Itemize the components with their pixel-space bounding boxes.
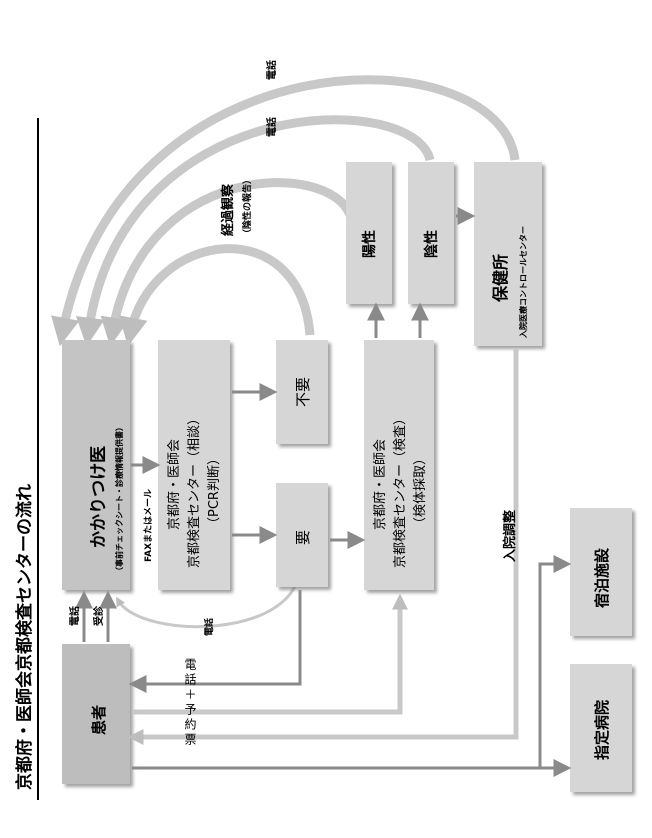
label-follow-up: 経過観察 [220, 183, 236, 236]
clinic-label: かかりつけ医 [89, 446, 109, 548]
needed-label: 要 [294, 530, 312, 545]
label-visit: 受診 [92, 605, 105, 626]
label-phone-left: 電話 [68, 606, 81, 626]
center-test-line2: 京都検査センター（検査） [393, 412, 408, 568]
not-needed-node: 不要 [276, 340, 328, 444]
positive-node: 陽性 [346, 162, 392, 304]
label-phone-top1: 電話 [265, 60, 278, 80]
arc-positive-to-clinic [75, 115, 435, 347]
center-consult-node: 京都府・医師会 京都検査センター（相談） （PCR判断） [158, 340, 230, 590]
hospital-node: 指定病院 [570, 664, 632, 792]
positive-label: 陽性 [361, 230, 378, 258]
arrow-health-to-patient [127, 348, 519, 746]
label-fax-mail: FAXまたはメール [143, 489, 154, 562]
center-test-line3: （検体採取） [413, 452, 428, 530]
arc-notneeded-to-clinic [119, 244, 315, 347]
center-test-node: 京都府・医師会 京都検査センター（検査） （検体採取） [364, 340, 434, 590]
clinic-sub-label: （事前チェックシート・診療情報提供書） [114, 423, 124, 575]
center-consult-line1: 京都府・医師会 [167, 439, 182, 530]
negative-label: 陰性 [423, 230, 440, 258]
arc-health-to-clinic [51, 75, 520, 347]
label-phone-top2: 電話 [265, 117, 278, 137]
hospital-label: 指定病院 [593, 700, 611, 760]
arc-needed-to-clinic [116, 564, 302, 629]
center-consult-line2: 京都検査センター（相談） [186, 412, 202, 568]
clinic-node: かかりつけ医 （事前チェックシート・診療情報提供書） [62, 340, 130, 590]
label-phone-bottom: 電話 [203, 618, 215, 636]
health-center-node: 保健所 入院医療コントロールセンター [474, 162, 542, 346]
not-needed-label: 不要 [294, 377, 312, 407]
label-admission-coordination: 入院調整 [502, 509, 518, 562]
health-center-label: 保健所 [491, 254, 510, 303]
needed-node: 要 [276, 483, 328, 587]
arrow-patient-to-test [132, 593, 409, 715]
arrow-to-lodging [538, 555, 572, 768]
patient-node: 患者 [62, 644, 130, 784]
arrow-needed-to-patient [128, 590, 302, 693]
label-phone-reservation: 電話＋予約票 [183, 658, 197, 748]
center-test-line1: 京都府・医師会 [373, 439, 388, 530]
lodging-node: 宿泊施設 [570, 508, 632, 636]
center-consult-line3: （PCR判断） [207, 452, 222, 530]
health-center-sub-label: 入院医療コントロールセンター [518, 226, 528, 339]
arc-negative-to-clinic [100, 178, 355, 347]
diagram-title: 京都府・医師会京都検査センターの流れ [14, 484, 35, 790]
label-negative-report: （陰性の報告） [241, 175, 253, 238]
patient-label: 患者 [90, 705, 108, 735]
lodging-label: 宿泊施設 [593, 547, 611, 608]
negative-node: 陰性 [408, 162, 454, 304]
